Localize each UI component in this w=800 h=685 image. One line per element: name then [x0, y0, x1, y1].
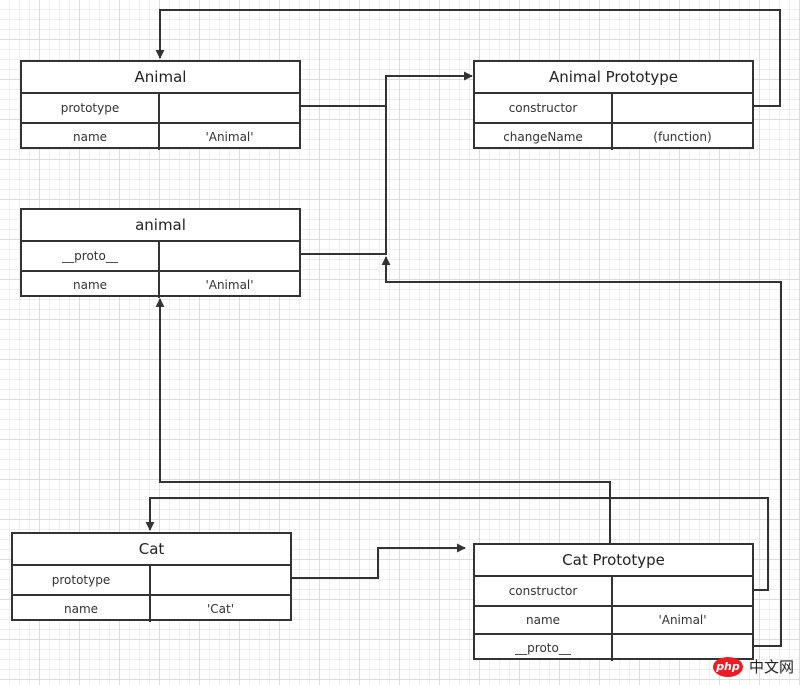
row-value: [160, 242, 299, 270]
animal-prototype-title: Animal Prototype: [475, 62, 752, 94]
edge-cat-prototype-to-animal: [155, 298, 611, 543]
php-logo-icon: php: [712, 656, 743, 677]
cat-constructor-prototype-row: prototype: [13, 566, 290, 594]
row-key: prototype: [13, 566, 151, 594]
cat-prototype-box[interactable]: Cat Prototype constructor name 'Animal' …: [473, 543, 754, 661]
php-cn-watermark: php 中文网: [712, 656, 794, 677]
row-key: constructor: [475, 94, 613, 122]
row-key: name: [13, 596, 151, 622]
row-key: name: [22, 272, 160, 298]
animal-instance-title: animal: [22, 210, 299, 242]
row-value: [160, 94, 299, 122]
row-value: 'Animal': [205, 278, 254, 292]
row-key: prototype: [22, 94, 160, 122]
edge-animal-prototype: [232, 71, 473, 107]
animal-constructor-name-row: name 'Animal': [22, 122, 299, 150]
animal-constructor-box[interactable]: Animal prototype name 'Animal': [20, 60, 301, 150]
animal-instance-proto-row: __proto__: [22, 242, 299, 270]
cat-prototype-title: Cat Prototype: [475, 545, 752, 577]
row-key: changeName: [475, 124, 613, 150]
row-key: name: [22, 124, 160, 150]
cat-constructor-title: Cat: [13, 534, 290, 566]
animal-prototype-constructor-row: constructor: [475, 94, 752, 122]
animal-prototype-changename-row: changeName (function): [475, 122, 752, 150]
row-value: [613, 577, 752, 605]
cat-constructor-box[interactable]: Cat prototype name 'Cat': [11, 532, 292, 622]
row-key: name: [475, 607, 613, 633]
row-key: __proto__: [475, 635, 613, 661]
cat-prototype-name-row: name 'Animal': [475, 605, 752, 633]
row-value: [151, 566, 290, 594]
row-value: 'Cat': [206, 602, 235, 616]
row-value: 'Animal': [658, 613, 707, 627]
cat-prototype-constructor-row: constructor: [475, 577, 752, 605]
animal-instance-name-row: name 'Animal': [22, 270, 299, 298]
animal-constructor-title: Animal: [22, 62, 299, 94]
row-value: 'Animal': [205, 130, 254, 144]
row-key: constructor: [475, 577, 613, 605]
animal-constructor-prototype-row: prototype: [22, 94, 299, 122]
edge-cat-prototype: [223, 543, 466, 579]
watermark-text: 中文网: [748, 658, 794, 676]
row-key: __proto__: [22, 242, 160, 270]
row-value: (function): [653, 130, 712, 144]
row-value: [613, 94, 752, 122]
animal-instance-box[interactable]: animal __proto__ name 'Animal': [20, 208, 301, 298]
cat-constructor-name-row: name 'Cat': [13, 594, 290, 622]
animal-prototype-box[interactable]: Animal Prototype constructor changeName …: [473, 60, 754, 150]
cat-prototype-proto-row: __proto__: [475, 633, 752, 661]
